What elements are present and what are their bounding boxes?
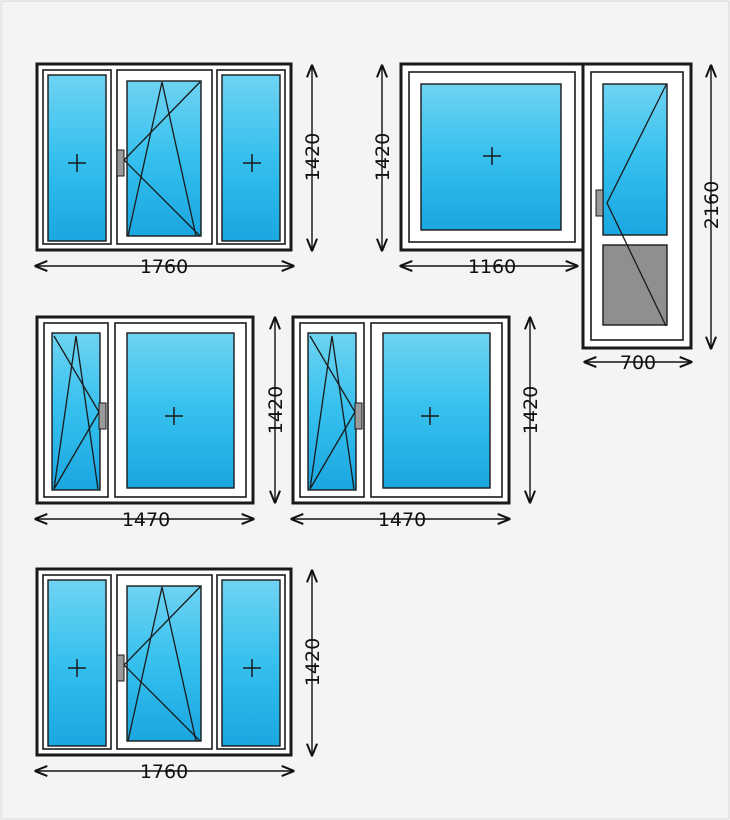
- window-two-sash-left: [35, 315, 255, 505]
- glass-pane: [126, 585, 202, 742]
- window-two-sash-right: [291, 315, 511, 505]
- window-three-sash-top: [35, 62, 293, 252]
- door-opening-lines: [606, 84, 667, 327]
- glass-pane: [382, 332, 491, 489]
- height-dimension-label: 1420: [302, 638, 324, 686]
- balcony-door: [581, 62, 693, 350]
- glass-pane: [126, 80, 202, 237]
- glass-pane: [307, 332, 357, 491]
- tilt-opening-lines: [127, 586, 197, 742]
- glass-pane: [51, 332, 101, 491]
- glass-pane: [602, 83, 668, 236]
- tilt-opening-lines: [309, 335, 355, 490]
- height-dimension-label: 2160: [701, 181, 723, 229]
- width-dimension-label: 700: [620, 352, 656, 374]
- fixed-sash-cross-icon: [243, 659, 261, 677]
- glass-pane: [126, 332, 235, 489]
- fixed-sash-cross-icon: [421, 407, 439, 425]
- width-dimension-label: 1760: [140, 761, 188, 783]
- window-three-sash-bottom: [35, 567, 293, 757]
- width-dimension-label: 1760: [140, 256, 188, 278]
- sash-handle: [116, 149, 125, 177]
- fixed-sash-cross-icon: [243, 154, 261, 172]
- height-dimension-label: 1420: [265, 386, 287, 434]
- width-dimension-label: 1160: [468, 256, 516, 278]
- width-dimension-label: 1470: [378, 509, 426, 531]
- fixed-sash-cross-icon: [483, 147, 501, 165]
- fixed-sash-cross-icon: [68, 659, 86, 677]
- height-dimension-label: 1420: [520, 386, 542, 434]
- fixed-sash-cross-icon: [165, 407, 183, 425]
- height-dimension-label: 1420: [302, 133, 324, 181]
- sash-handle: [354, 402, 363, 430]
- tilt-opening-lines: [127, 81, 197, 237]
- sash-handle: [98, 402, 107, 430]
- fixed-sash-cross-icon: [68, 154, 86, 172]
- height-dimension-label: 1420: [372, 133, 394, 181]
- glass-pane: [420, 83, 562, 231]
- width-dimension-label: 1470: [122, 509, 170, 531]
- glass-pane: [221, 579, 281, 747]
- window-fixed-single: [399, 62, 585, 252]
- door-bottom-panel: [602, 244, 668, 326]
- door-handle: [595, 189, 604, 217]
- glass-pane: [221, 74, 281, 242]
- tilt-opening-lines: [53, 335, 99, 490]
- sash-handle: [116, 654, 125, 682]
